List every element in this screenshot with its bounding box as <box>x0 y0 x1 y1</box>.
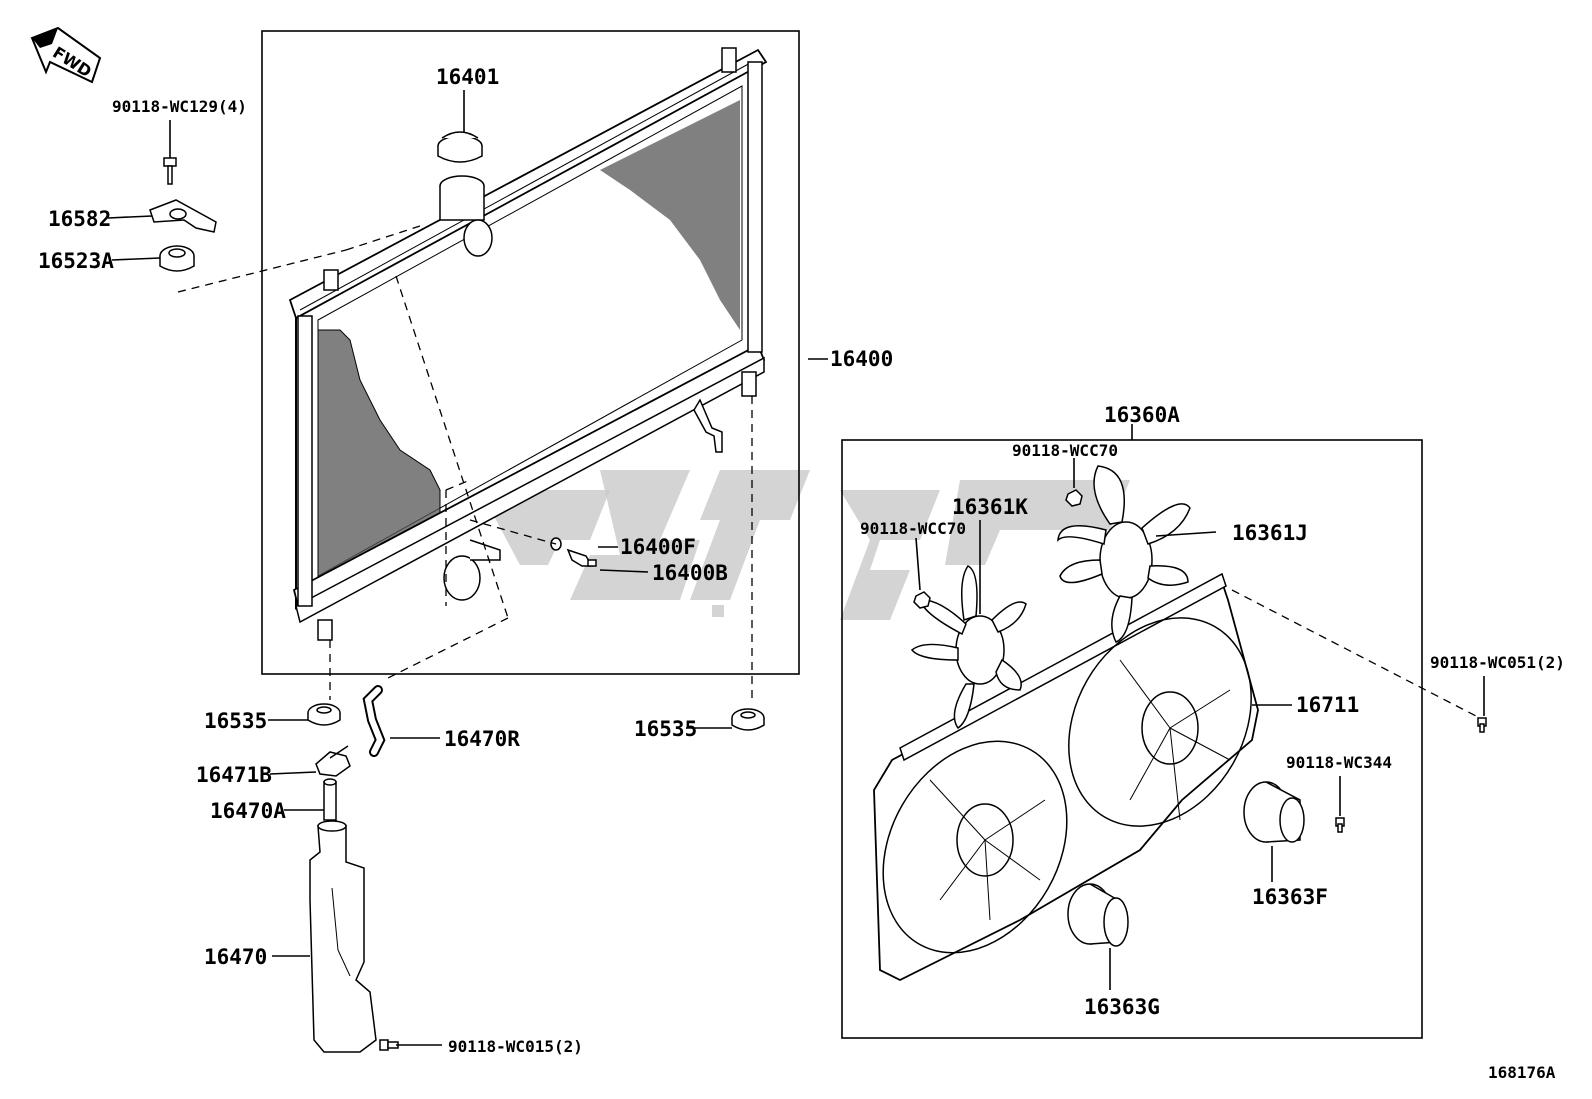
lower-cushion-left-icon <box>307 703 341 726</box>
label-16471b: 16471B <box>196 763 272 787</box>
reserve-tank-cap-icon <box>315 745 351 777</box>
label-16361k: 16361K <box>952 495 1028 519</box>
overflow-hose-icon <box>362 685 386 757</box>
fan-motor-right-icon <box>1243 781 1305 843</box>
fan-motor-left-icon <box>1067 883 1129 947</box>
label-bolt-wc051: 90118-WC051(2) <box>1430 653 1565 672</box>
cooling-fan-left-icon <box>910 565 1027 730</box>
label-16470: 16470 <box>204 945 267 969</box>
label-bolt-wc015: 90118-WC015(2) <box>448 1037 583 1056</box>
label-16535-left: 16535 <box>204 709 267 733</box>
upper-support-bracket-icon <box>149 199 217 233</box>
label-16400: 16400 <box>830 347 893 371</box>
label-bolt-wc129: 90118-WC129(4) <box>112 97 247 116</box>
bolt-icon <box>379 1039 399 1051</box>
assembly-dashed-lines <box>177 225 1477 717</box>
label-16401: 16401 <box>436 65 499 89</box>
label-16400b: 16400B <box>652 561 728 585</box>
label-bolt-wc344: 90118-WC344 <box>1286 753 1392 772</box>
label-16470r: 16470R <box>444 727 520 751</box>
reserve-tank-icon <box>309 820 377 1053</box>
radiator-assembly-box <box>261 30 800 675</box>
cushion-icon <box>159 245 195 272</box>
label-16361j: 16361J <box>1232 521 1308 545</box>
bolt-icon <box>163 157 177 185</box>
temperature-switch-icon <box>566 548 597 567</box>
leader-lines <box>107 90 1485 1046</box>
watermark-logo <box>480 470 1130 620</box>
label-16535-right: 16535 <box>634 717 697 741</box>
label-nut-wcc70-top: 90118-WCC70 <box>1012 441 1118 460</box>
reserve-pipe-icon <box>323 778 337 821</box>
label-16363f: 16363F <box>1252 885 1328 909</box>
label-16470a: 16470A <box>210 799 286 823</box>
figure-id: 168176A <box>1488 1063 1556 1082</box>
radiator-core <box>288 47 768 641</box>
bolt-icon <box>1335 817 1345 833</box>
lower-cushion-right-icon <box>731 708 765 731</box>
label-16711: 16711 <box>1296 693 1359 717</box>
bolt-icon <box>1477 717 1487 733</box>
label-16360a: 16360A <box>1104 403 1180 427</box>
label-16582: 16582 <box>48 207 111 231</box>
forward-arrow-icon: FWD <box>30 26 102 84</box>
radiator-cap-icon <box>437 131 483 163</box>
label-nut-wcc70-left: 90118-WCC70 <box>860 519 966 538</box>
label-16363g: 16363G <box>1084 995 1160 1019</box>
cooling-fan-right-icon <box>1057 465 1191 643</box>
nut-icon <box>1065 489 1083 507</box>
nut-icon <box>913 591 931 609</box>
label-16523a: 16523A <box>38 249 114 273</box>
fan-shroud-icon <box>873 572 1259 982</box>
label-16400f: 16400F <box>620 535 696 559</box>
